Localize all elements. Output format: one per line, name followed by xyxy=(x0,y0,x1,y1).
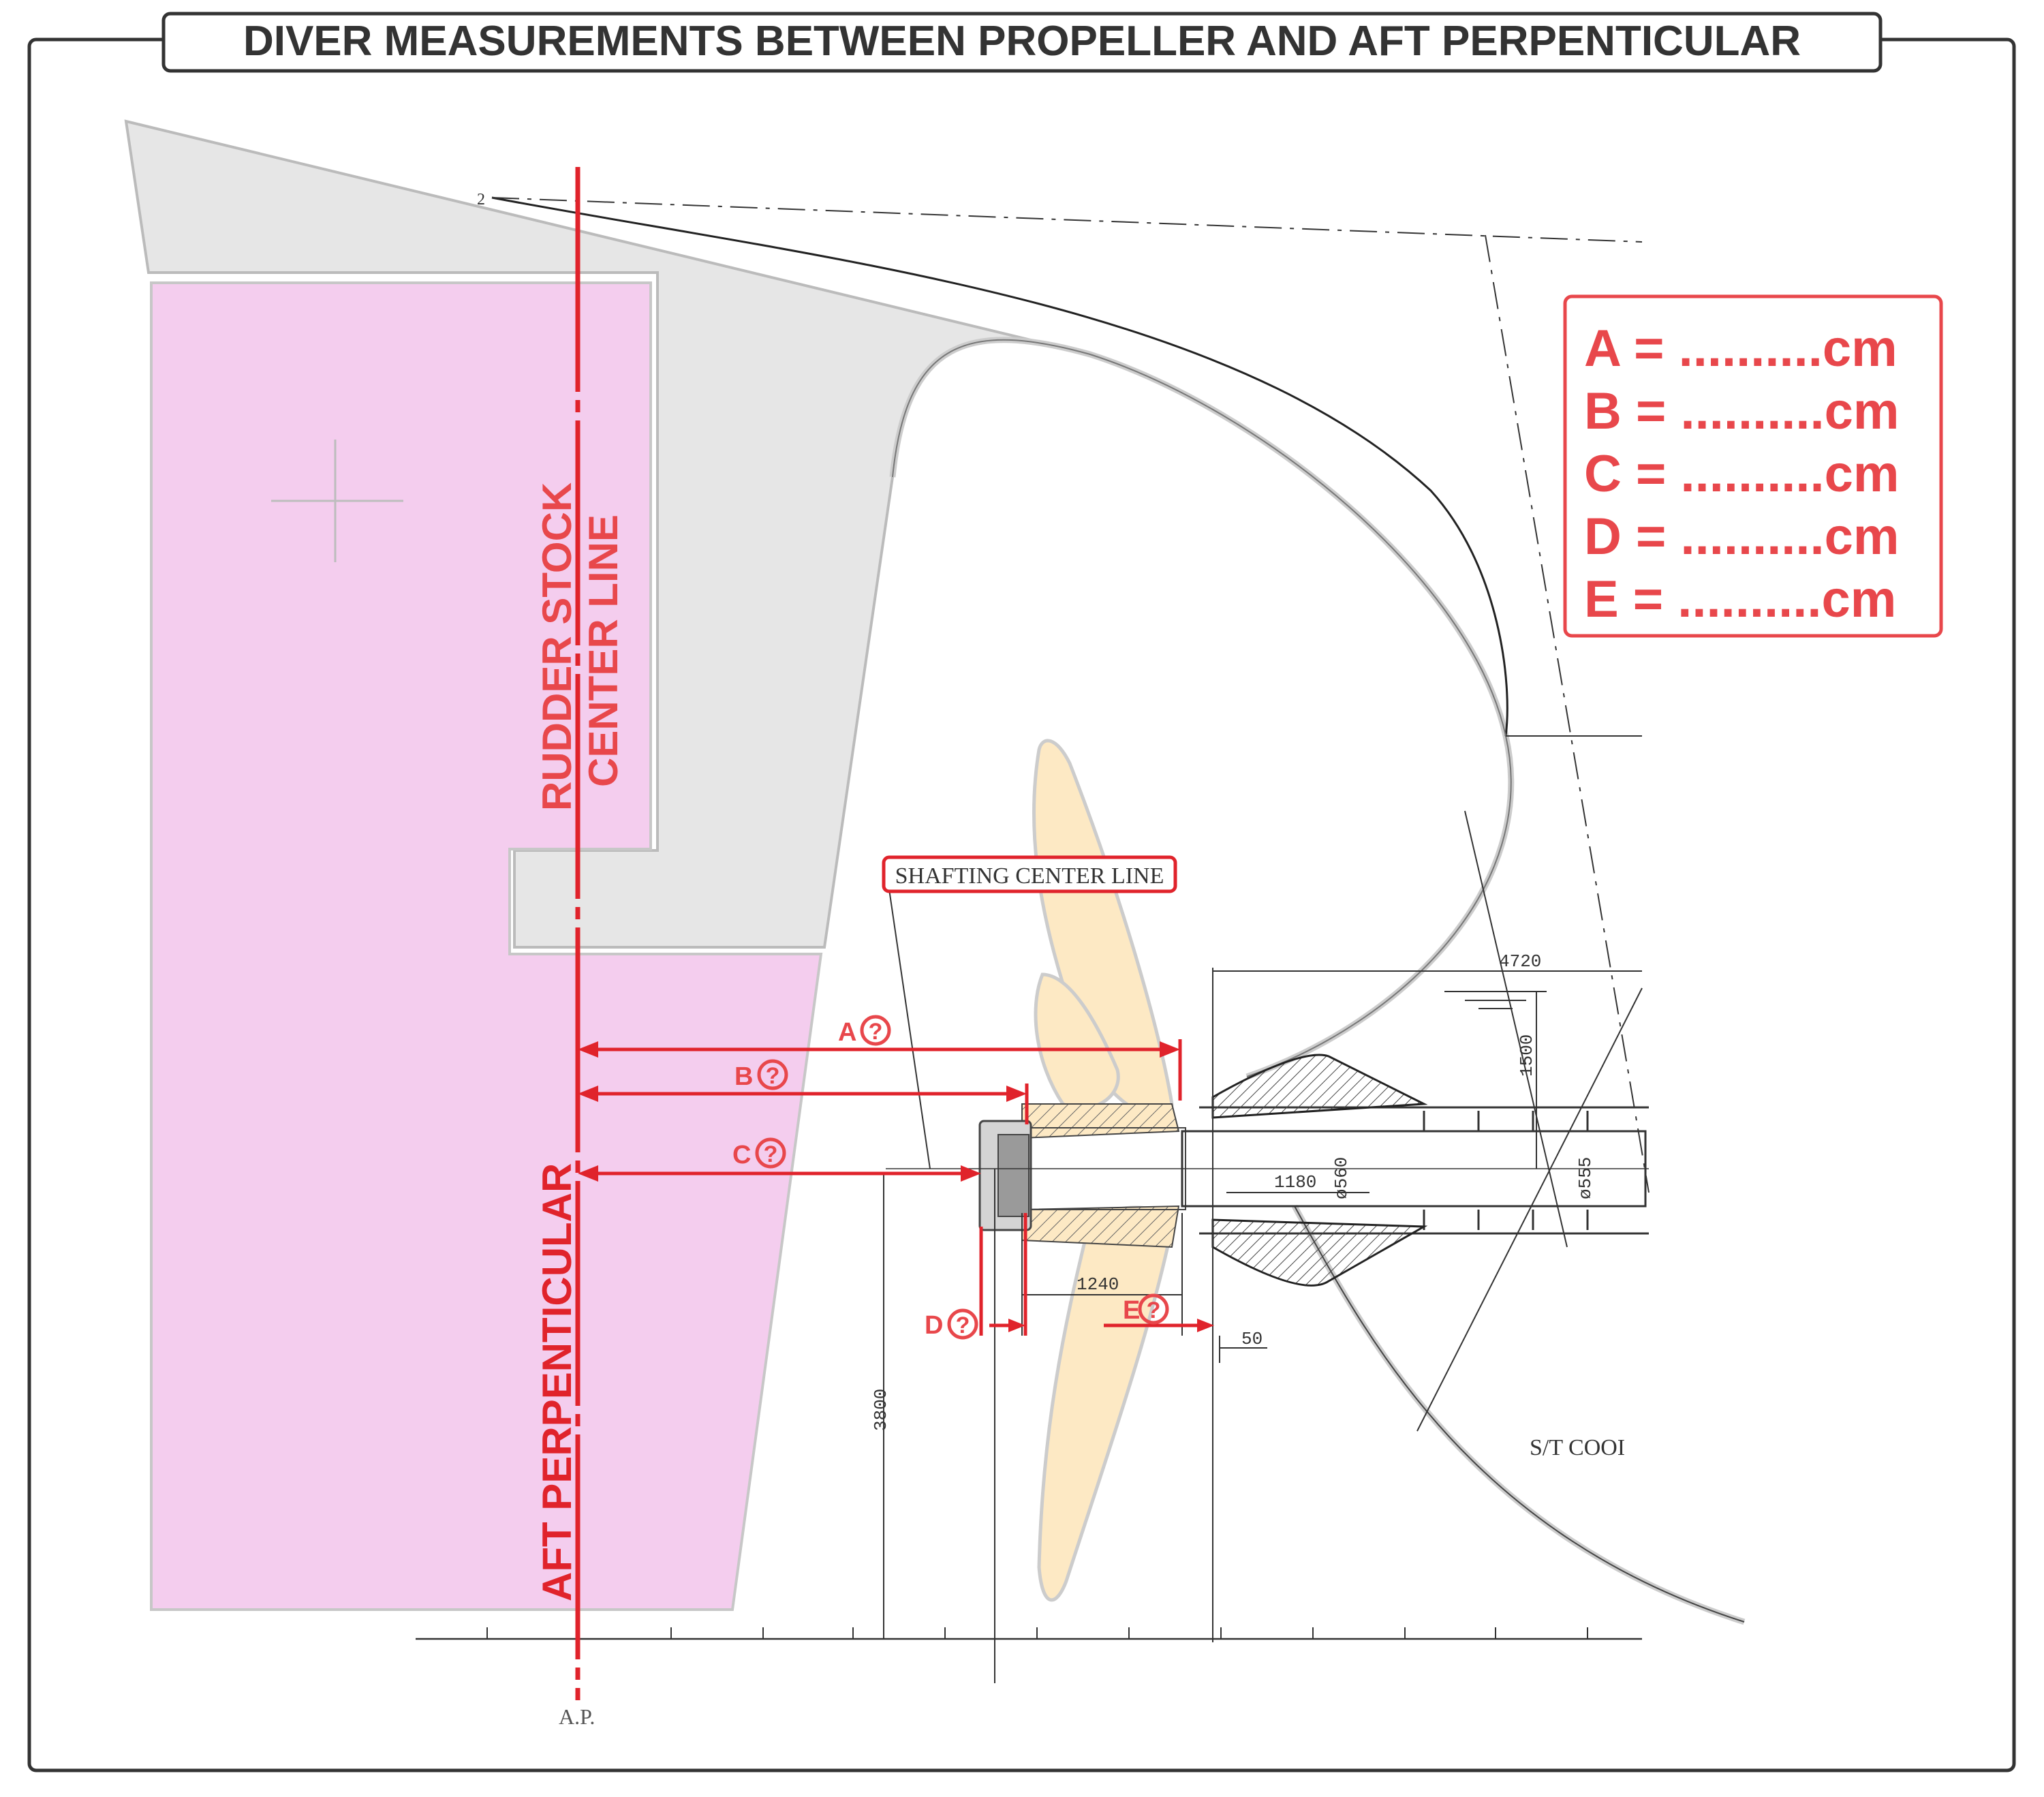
measure-e-question-circle xyxy=(1138,1293,1169,1325)
page-title: DIVER MEASUREMENTS BETWEEN PROPELLER AND… xyxy=(243,18,1801,65)
shaft-bearing-ticks xyxy=(1423,1111,1589,1230)
measure-a-head-left xyxy=(578,1041,598,1058)
aft-perpendicular-label: AFT PERPENTICULAR xyxy=(534,1163,580,1601)
measurement-b: B ? xyxy=(578,1059,1029,1124)
legend-row-c: C = ..........cm xyxy=(1584,445,1900,503)
stern-aperture-curve xyxy=(889,337,1515,1080)
rudder-stock-label: RUDDER STOCK xyxy=(534,482,580,811)
legend-row-b: B = ..........cm xyxy=(1584,382,1900,440)
measure-c-letter: C xyxy=(732,1141,751,1169)
measure-e-head-right xyxy=(1197,1319,1214,1332)
title-box xyxy=(161,12,1883,73)
measure-d-letter: D xyxy=(925,1311,943,1340)
legend-row-a: A = ..........cm xyxy=(1584,320,1898,378)
measure-b-question-circle xyxy=(757,1059,788,1090)
measure-d-question-circle xyxy=(947,1308,978,1340)
measurement-a: A ? xyxy=(578,1015,1182,1101)
propeller-hub-bottom xyxy=(1021,1205,1180,1248)
measurement-c: C ? xyxy=(578,1137,981,1182)
measure-c-head-left xyxy=(578,1165,598,1182)
dim-3800-label: 3800 xyxy=(871,1389,891,1431)
ap-mark: A.P. xyxy=(559,1704,595,1729)
measure-b-head-left xyxy=(578,1086,598,1102)
measurement-d: D ? xyxy=(925,1213,1027,1340)
measure-a-question-circle xyxy=(860,1015,891,1046)
measure-a-head-right xyxy=(1160,1041,1180,1058)
measure-a-letter: A xyxy=(838,1018,856,1047)
diagonal-line-2 xyxy=(1464,810,1568,1248)
measure-e-question: ? xyxy=(1147,1297,1161,1323)
legend-row-d: D = ..........cm xyxy=(1584,508,1900,566)
shafting-label: SHAFTING CENTER LINE xyxy=(895,863,1164,889)
measure-b-letter: B xyxy=(734,1062,753,1091)
dim-1180-label: 1180 xyxy=(1274,1172,1316,1193)
stern-tube-boss-top xyxy=(1211,1054,1428,1119)
mark-two: 2 xyxy=(477,191,485,209)
dim-555-label: ø555 xyxy=(1575,1157,1596,1199)
measure-b-question: ? xyxy=(766,1063,780,1089)
st-cool-label: S/T COOI xyxy=(1530,1435,1625,1460)
propeller-cap-inner xyxy=(997,1134,1029,1217)
center-line-label: CENTER LINE xyxy=(580,514,626,787)
dim-1240-label: 1240 xyxy=(1077,1274,1119,1295)
rudder-blade xyxy=(150,281,823,1611)
dim-1500-label: 1500 xyxy=(1517,1034,1537,1077)
shafting-label-box xyxy=(882,855,1177,893)
stern-aperture-inner xyxy=(892,339,1512,1077)
dim-4720-label: 4720 xyxy=(1499,951,1541,972)
stern-tube-boss-bottom xyxy=(1211,1218,1428,1287)
baseline-ticks xyxy=(486,1627,1588,1639)
dashdot-line-diagonal xyxy=(1485,234,1650,1193)
measure-d-question: ? xyxy=(956,1312,970,1338)
legend-box xyxy=(1563,294,1943,638)
lower-hull-curve xyxy=(1292,1204,1746,1625)
propeller-hub-top xyxy=(1021,1103,1180,1139)
measure-b-head-right xyxy=(1006,1086,1027,1102)
stern-outline-upper xyxy=(491,196,1508,737)
measure-c-question-circle xyxy=(755,1137,786,1169)
measurement-e: E ? xyxy=(1104,1293,1214,1332)
legend-rows: A = ..........cm B = ..........cm C = ..… xyxy=(1584,320,1900,628)
waterline-symbol xyxy=(1444,991,1547,1009)
legend-row-e: E = ..........cm xyxy=(1584,570,1896,628)
measure-c-question: ? xyxy=(764,1141,778,1167)
measure-c-head-right xyxy=(961,1165,981,1182)
diagonal-line-lower xyxy=(1416,987,1643,1432)
propeller-blade-mid xyxy=(1034,972,1120,1110)
shafting-leader xyxy=(888,889,931,1169)
dim-50-label: 50 xyxy=(1241,1329,1263,1349)
lower-hull-curve-line xyxy=(1294,1205,1745,1623)
dashdot-line-top xyxy=(491,197,1643,243)
measure-e-letter: E xyxy=(1123,1296,1140,1325)
measure-d-head-right xyxy=(1008,1319,1025,1332)
propeller-blade-lower xyxy=(1037,1205,1174,1602)
measure-a-question: ? xyxy=(869,1019,883,1045)
